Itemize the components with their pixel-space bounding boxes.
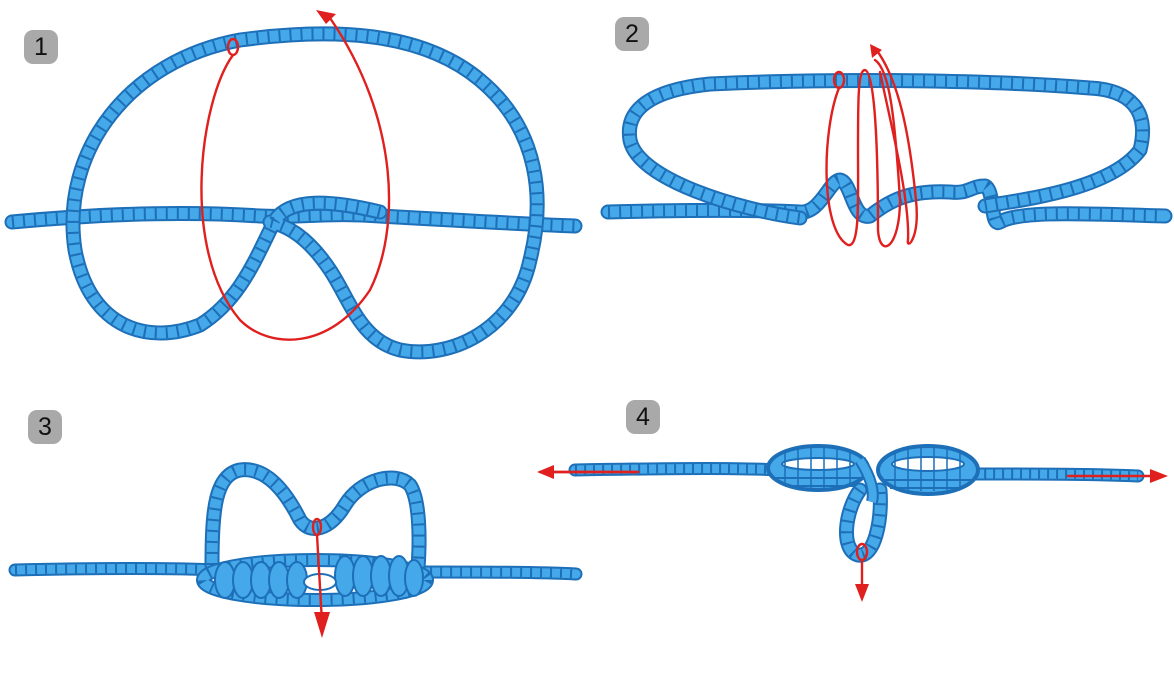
step-3-rope-illustration bbox=[8, 462, 583, 638]
rope-icon bbox=[4, 26, 583, 360]
rope-coils bbox=[214, 555, 424, 599]
step-4-rope-illustration bbox=[537, 444, 1168, 602]
step-4-panel: 4 bbox=[537, 390, 1174, 674]
direction-arrow-icon bbox=[537, 465, 1168, 602]
step-1-panel: 1 bbox=[0, 0, 590, 380]
step-2-rope-illustration bbox=[600, 44, 1173, 248]
step-3-panel: 3 bbox=[0, 390, 590, 674]
rope-icon bbox=[568, 444, 1145, 563]
step-badge-4: 4 bbox=[626, 400, 660, 434]
direction-arrow-icon bbox=[825, 44, 918, 248]
rope-icon bbox=[600, 73, 1173, 230]
step-1-rope-illustration bbox=[4, 10, 583, 360]
step-badge-1: 1 bbox=[24, 30, 58, 64]
rope-coils bbox=[766, 444, 980, 504]
step-badge-3: 3 bbox=[28, 410, 62, 444]
step-2-panel: 2 bbox=[590, 0, 1174, 380]
direction-arrow-icon bbox=[200, 10, 391, 341]
rope-icon bbox=[8, 462, 583, 607]
direction-arrow-icon bbox=[311, 517, 330, 638]
step-badge-2: 2 bbox=[615, 17, 649, 51]
